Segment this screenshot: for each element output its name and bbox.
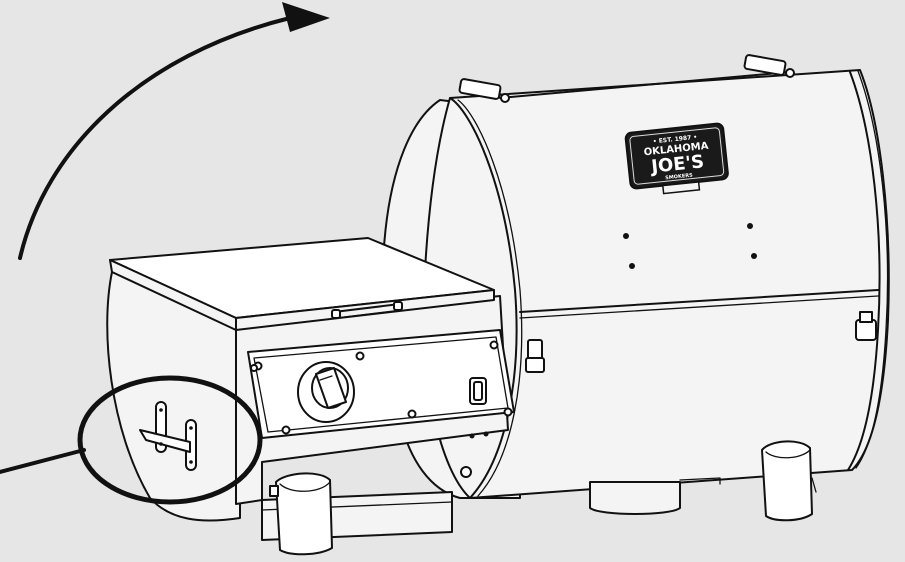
pointer-line: [0, 448, 86, 474]
lid-rivet: [751, 253, 757, 259]
control-panel: [247, 329, 515, 439]
lid-hinge-right: [743, 54, 795, 78]
logo-top-line: • EST. 1987 •: [653, 134, 698, 146]
panel-screw: [489, 340, 499, 350]
temperature-control-knob[interactable]: [297, 361, 355, 423]
panel-screw: [355, 351, 365, 361]
lid-rivet: [747, 223, 753, 229]
firebox: [106, 237, 545, 541]
side-bracket-right: [855, 311, 877, 341]
lid-hinge-left: [458, 78, 510, 103]
panel-screw: [281, 425, 291, 435]
mounting-bracket: [139, 401, 197, 471]
panel-screw: [503, 407, 513, 417]
side-fitting: [525, 339, 545, 373]
lid-rivet: [623, 233, 629, 239]
lid-rivet: [629, 263, 635, 269]
logo-bottom-line: SMOKERS: [665, 172, 693, 181]
highlight-circle: [77, 375, 263, 505]
rotation-arrow: [18, 2, 330, 260]
panel-screw: [407, 409, 417, 419]
leg-right: [761, 440, 817, 522]
brand-logo: • EST. 1987 • OKLAHOMA JOE'S SMOKERS: [624, 122, 729, 195]
leg-left: [269, 472, 333, 556]
power-switch[interactable]: [469, 377, 487, 405]
rotation-arrow-head: [282, 2, 330, 32]
firebox-lid-handle: [331, 301, 403, 319]
